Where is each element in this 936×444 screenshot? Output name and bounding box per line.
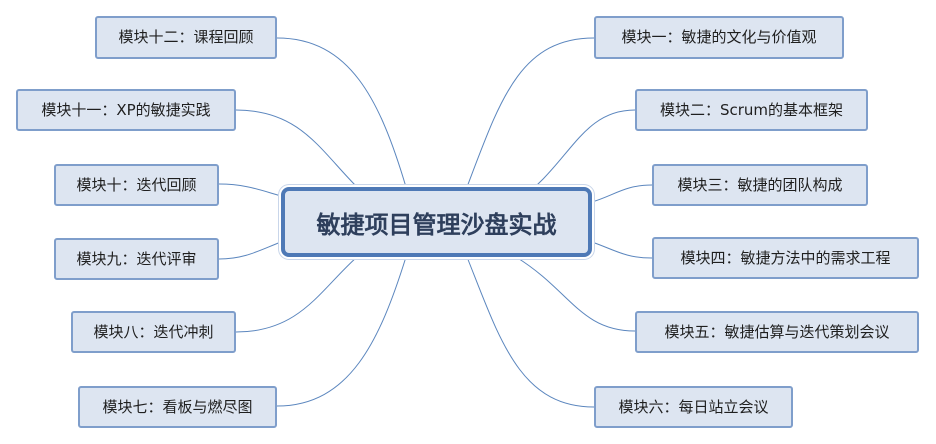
module-6-node[interactable]: 模块六：每日站立会议 [594, 386, 793, 428]
connector-module-3 [591, 184, 653, 203]
module-10-node[interactable]: 模块十：迭代回顾 [54, 164, 219, 206]
connector-module-11 [235, 109, 358, 188]
module-4-node[interactable]: 模块四：敏捷方法中的需求工程 [652, 237, 919, 279]
module-12-node[interactable]: 模块十二：课程回顾 [95, 16, 277, 59]
connector-module-8 [235, 256, 358, 333]
connector-module-10 [218, 183, 282, 197]
module-4-label: 模块四：敏捷方法中的需求工程 [680, 248, 891, 267]
module-7-label: 模块七：看板与燃尽图 [102, 397, 253, 416]
module-11-label: 模块十一：XP的敏捷实践 [41, 100, 211, 119]
connector-module-5 [515, 256, 636, 332]
module-3-label: 模块三：敏捷的团队构成 [677, 175, 843, 194]
module-8-node[interactable]: 模块八：迭代冲刺 [71, 311, 236, 353]
module-3-node[interactable]: 模块三：敏捷的团队构成 [652, 164, 868, 206]
connector-module-1 [466, 37, 595, 188]
connector-module-7 [276, 256, 407, 407]
module-2-label: 模块二：Scrum的基本框架 [659, 100, 844, 119]
connector-module-12 [276, 37, 407, 188]
module-5-node[interactable]: 模块五：敏捷估算与迭代策划会议 [635, 311, 919, 353]
connector-module-9 [218, 241, 282, 260]
module-9-node[interactable]: 模块九：迭代评审 [54, 238, 219, 280]
connector-module-6 [466, 256, 595, 408]
module-7-node[interactable]: 模块七：看板与燃尽图 [78, 386, 277, 428]
module-6-label: 模块六：每日站立会议 [618, 397, 769, 416]
module-5-label: 模块五：敏捷估算与迭代策划会议 [664, 322, 890, 341]
central-topic[interactable]: 敏捷项目管理沙盘实战 [281, 187, 592, 257]
module-12-label: 模块十二：课程回顾 [118, 28, 254, 46]
module-11-node[interactable]: 模块十一：XP的敏捷实践 [16, 89, 236, 131]
module-1-label: 模块一：敏捷的文化与价值观 [621, 28, 817, 46]
central-topic-title: 敏捷项目管理沙盘实战 [316, 210, 557, 239]
module-2-node[interactable]: 模块二：Scrum的基本框架 [635, 89, 868, 131]
module-8-label: 模块八：迭代冲刺 [93, 322, 214, 341]
module-10-label: 模块十：迭代回顾 [76, 175, 197, 194]
connector-module-4 [591, 241, 653, 259]
module-1-node[interactable]: 模块一：敏捷的文化与价值观 [594, 16, 844, 59]
module-9-label: 模块九：迭代评审 [76, 249, 197, 268]
